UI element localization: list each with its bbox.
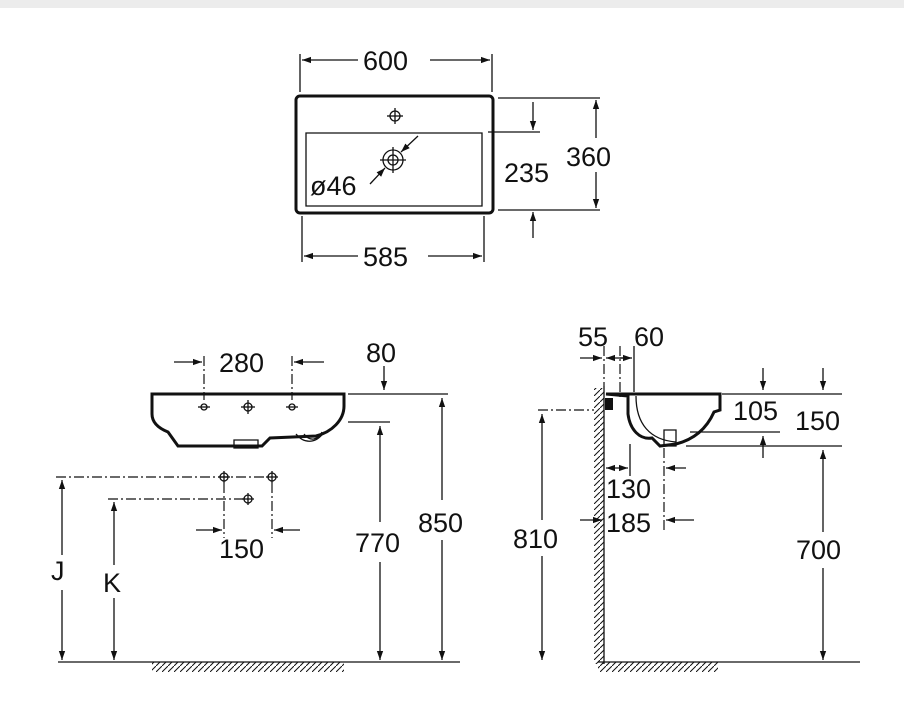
dim-drain-diameter: ø46 xyxy=(310,171,357,201)
dim-rim-back: 60 xyxy=(634,322,664,352)
dim-width-outer: 600 xyxy=(363,46,408,76)
tap-hole-icon xyxy=(387,108,403,124)
label-k: K xyxy=(103,568,121,598)
dim-drain-height: 700 xyxy=(796,535,841,565)
drain-icon xyxy=(380,147,406,173)
wall-hatch xyxy=(594,388,604,664)
supply-point-icon xyxy=(218,471,278,505)
bowl-outline xyxy=(305,132,483,207)
dim-fixing-height: 810 xyxy=(513,524,558,554)
top-strip xyxy=(0,0,904,8)
dim-total-drop: 150 xyxy=(795,406,840,436)
side-basin-outline xyxy=(605,392,722,448)
label-j: J xyxy=(51,556,65,586)
fixing-hole-icon xyxy=(198,400,298,414)
dim-underside-height: 770 xyxy=(355,528,400,558)
dim-fixing-spacing: 280 xyxy=(219,348,264,378)
dim-drain-offset: 130 xyxy=(606,474,651,504)
top-view: ø46 600 585 360 235 xyxy=(294,46,611,272)
basin-outline xyxy=(294,94,495,215)
side-view: 55 60 105 150 130 185 810 700 xyxy=(513,322,860,672)
dim-rim-thickness: 80 xyxy=(366,338,396,368)
floor-hatch xyxy=(152,662,344,672)
dim-width-inner: 585 xyxy=(363,242,408,272)
dim-bowl-depth: 105 xyxy=(733,396,778,426)
dim-rim-height: 850 xyxy=(418,508,463,538)
front-basin-outline xyxy=(150,392,346,448)
dim-supply-spacing: 150 xyxy=(219,534,264,564)
dim-depth-total: 360 xyxy=(566,142,611,172)
dim-wall-gap: 55 xyxy=(578,322,608,352)
front-view: 280 80 850 770 150 J K xyxy=(51,338,463,672)
dim-depth-bowl: 235 xyxy=(504,158,549,188)
dim-trap-offset: 185 xyxy=(606,508,651,538)
